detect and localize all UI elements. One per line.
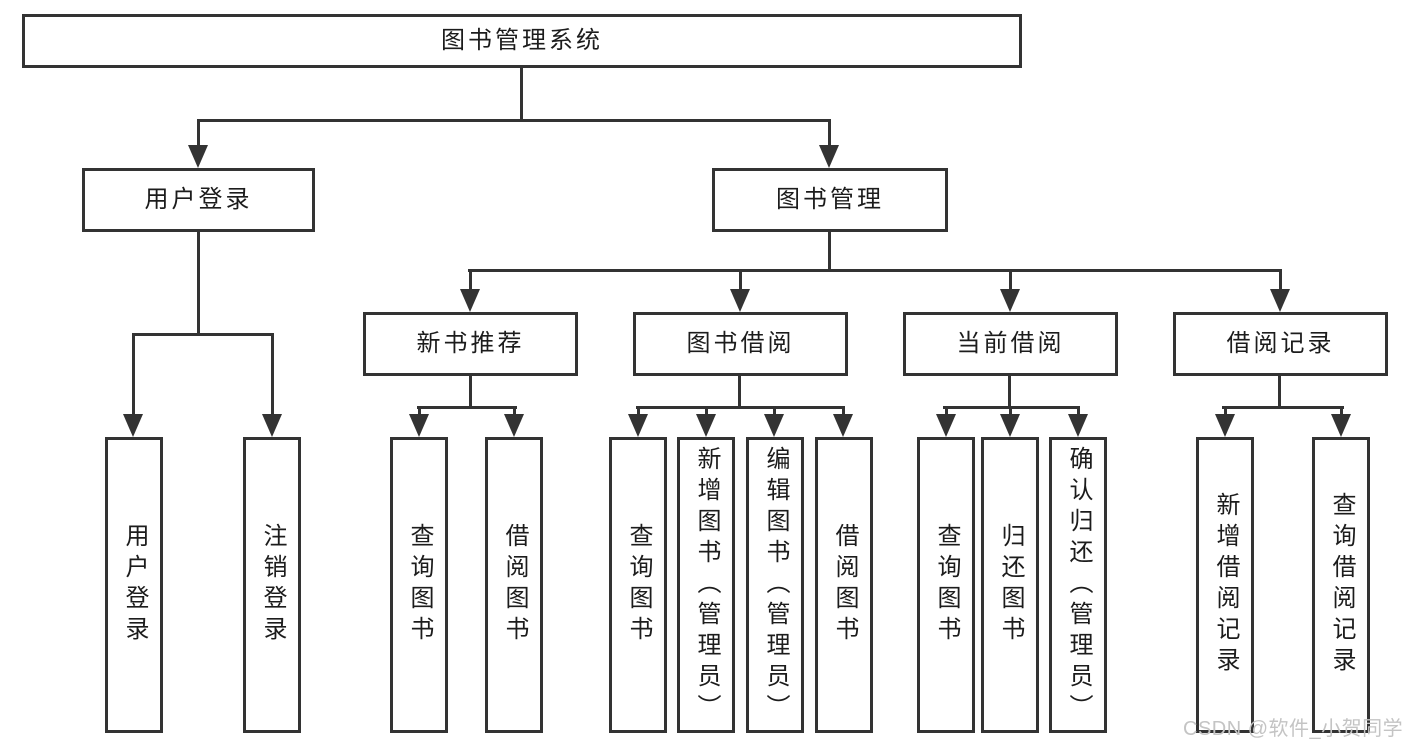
connector-drop xyxy=(828,121,831,148)
connector-drop xyxy=(945,408,948,416)
arrow-down-icon xyxy=(833,414,853,437)
arrow-down-icon xyxy=(409,414,429,437)
connector-drop xyxy=(842,408,845,416)
arrow-down-icon xyxy=(188,145,208,168)
connector-group-bar xyxy=(417,406,517,409)
node-new-book-recommendation: 新书推荐 xyxy=(363,312,578,376)
connector-drop xyxy=(418,408,421,416)
connector-group-bar xyxy=(636,406,845,409)
connector-drop xyxy=(132,335,135,416)
connector-drop xyxy=(637,408,640,416)
connector-drop xyxy=(1279,271,1282,291)
leaf-return-books: 归还图书 xyxy=(981,437,1039,733)
connector-login-bar xyxy=(132,333,274,336)
arrow-down-icon xyxy=(1270,289,1290,312)
node-current-borrowing: 当前借阅 xyxy=(903,312,1118,376)
leaf-user-login: 用户登录 xyxy=(105,437,163,733)
connector-group-bar xyxy=(1222,406,1344,409)
arrow-down-icon xyxy=(730,289,750,312)
connector-drop xyxy=(705,408,708,416)
connector-drop xyxy=(1077,408,1080,416)
arrow-down-icon xyxy=(819,145,839,168)
arrow-down-icon xyxy=(936,414,956,437)
arrow-down-icon xyxy=(1000,414,1020,437)
connector-drop xyxy=(1009,408,1012,416)
connector-group-stem xyxy=(469,374,472,409)
leaf-query-books-borrow: 查询图书 xyxy=(609,437,667,733)
leaf-query-borrow-record: 查询借阅记录 xyxy=(1312,437,1370,733)
leaf-query-books-recommend: 查询图书 xyxy=(390,437,448,733)
connector-drop xyxy=(739,271,742,291)
connector-login-stem xyxy=(197,230,200,336)
connector-management-stem xyxy=(828,230,831,272)
node-user-login: 用户登录 xyxy=(82,168,315,232)
arrow-down-icon xyxy=(1215,414,1235,437)
connector-group-stem xyxy=(738,374,741,409)
connector-drop xyxy=(469,271,472,291)
arrow-down-icon xyxy=(696,414,716,437)
node-borrowing-records: 借阅记录 xyxy=(1173,312,1388,376)
connector-drop xyxy=(513,408,516,416)
leaf-borrow-books: 借阅图书 xyxy=(815,437,873,733)
node-book-borrowing: 图书借阅 xyxy=(633,312,848,376)
connector-root-stem xyxy=(520,66,523,122)
connector-group-stem xyxy=(1278,374,1281,409)
connector-drop xyxy=(1009,271,1012,291)
arrow-down-icon xyxy=(460,289,480,312)
arrow-down-icon xyxy=(123,414,143,437)
leaf-logout: 注销登录 xyxy=(243,437,301,733)
leaf-borrow-books-recommend: 借阅图书 xyxy=(485,437,543,733)
arrow-down-icon xyxy=(1068,414,1088,437)
watermark: CSDN @软件_小贺同学 xyxy=(1183,718,1404,740)
connector-drop xyxy=(1340,408,1343,416)
leaf-edit-book-admin: 编辑图书（管理员） xyxy=(746,437,804,733)
leaf-query-books-current: 查询图书 xyxy=(917,437,975,733)
arrow-down-icon xyxy=(628,414,648,437)
connector-drop xyxy=(773,408,776,416)
leaf-confirm-return-admin: 确认归还（管理员） xyxy=(1049,437,1107,733)
connector-drop xyxy=(271,335,274,416)
node-book-management: 图书管理 xyxy=(712,168,948,232)
connector-level3-bar xyxy=(468,269,1282,272)
leaf-add-borrow-record: 新增借阅记录 xyxy=(1196,437,1254,733)
connector-drop xyxy=(197,121,200,148)
leaf-add-book-admin: 新增图书（管理员） xyxy=(677,437,735,733)
connector-group-bar xyxy=(943,406,1080,409)
arrow-down-icon xyxy=(504,414,524,437)
connector-drop xyxy=(1224,408,1227,416)
arrow-down-icon xyxy=(1000,289,1020,312)
node-library-management-system: 图书管理系统 xyxy=(22,14,1022,68)
connector-level1-bar xyxy=(197,119,831,122)
arrow-down-icon xyxy=(1331,414,1351,437)
arrow-down-icon xyxy=(764,414,784,437)
connector-group-stem xyxy=(1008,374,1011,409)
arrow-down-icon xyxy=(262,414,282,437)
